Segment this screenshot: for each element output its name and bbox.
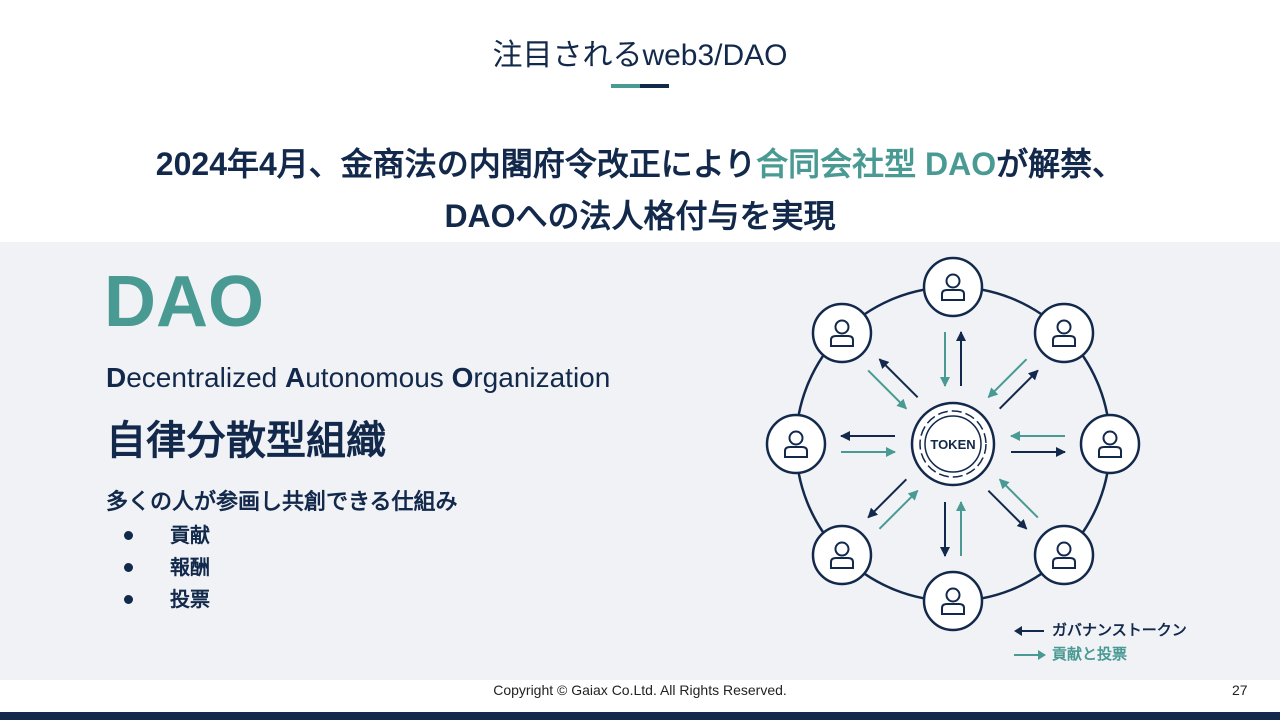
- bullet-text: 貢献: [170, 525, 210, 547]
- bullet-item: 報酬: [122, 552, 210, 584]
- bullet-dot: [124, 531, 133, 540]
- governance-token-arrow: [867, 478, 908, 519]
- arrow-layer: [840, 331, 1066, 557]
- member-node: [1033, 524, 1095, 586]
- headline: 2024年4月、金商法の内閣府令改正により合同会社型 DAOが解禁、 DAOへの…: [0, 138, 1280, 242]
- dao-title: DAO: [104, 262, 264, 342]
- token-label: TOKEN: [930, 437, 975, 452]
- page-number: 27: [1232, 682, 1248, 698]
- person-icon: [1098, 430, 1122, 458]
- word-ecentralized: ecentralized: [126, 362, 285, 393]
- word-rganization: rganization: [473, 362, 611, 393]
- underline-teal: [611, 84, 640, 88]
- contribution-arrow: [998, 478, 1039, 519]
- member-node: [922, 256, 984, 318]
- title-underline: [611, 84, 669, 88]
- headline-prefix: 2024年4月、金商法の内閣府令改正により: [155, 146, 757, 182]
- word-utonomous: utonomous: [305, 362, 452, 393]
- member-node: [811, 302, 873, 364]
- headline-suffix: が解禁、: [996, 146, 1125, 182]
- token-coin: TOKEN: [910, 401, 996, 487]
- contribution-arrow: [987, 358, 1028, 399]
- member-node: [922, 570, 984, 632]
- bullet-list: 貢献 報酬 投票: [122, 520, 210, 616]
- bullet-text: 投票: [170, 589, 210, 611]
- bullet-item: 投票: [122, 584, 210, 616]
- node-layer: [765, 256, 1141, 632]
- contribution-arrow: [878, 489, 919, 530]
- legend-contribution: 貢献と投票: [1014, 644, 1187, 668]
- dao-full-name: Decentralized Autonomous Organization: [106, 362, 610, 394]
- person-icon: [829, 541, 854, 570]
- legend-governance: ガバナンストークン: [1014, 620, 1187, 644]
- slide-title: 注目されるweb3/DAO: [492, 39, 788, 72]
- bullet-dot: [124, 563, 133, 572]
- legend-contribution-label: 貢献と投票: [1052, 646, 1128, 663]
- navy-arrow-icon: [1014, 626, 1044, 636]
- bullet-dot: [124, 595, 133, 604]
- person-icon: [829, 319, 854, 347]
- person-icon: [941, 587, 965, 615]
- person-icon: [941, 273, 965, 301]
- headline-line1: 2024年4月、金商法の内閣府令改正により合同会社型 DAOが解禁、: [0, 138, 1280, 190]
- headline-line2: DAOへの法人格付与を実現: [444, 198, 836, 234]
- teal-arrow-icon: [1014, 650, 1046, 660]
- person-icon: [1052, 319, 1077, 347]
- bullet-item: 貢献: [122, 520, 210, 552]
- letter-d: D: [106, 362, 127, 393]
- diagram-legend: ガバナンストークン 貢献と投票: [1014, 620, 1187, 668]
- underline-navy: [640, 84, 669, 88]
- legend-governance-label: ガバナンストークン: [1052, 622, 1187, 639]
- person-icon: [1052, 541, 1077, 570]
- copyright: Copyright © Gaiax Co.Ltd. All Rights Res…: [493, 682, 787, 698]
- member-node: [1033, 302, 1095, 364]
- governance-token-arrow: [987, 489, 1028, 530]
- governance-token-arrow: [998, 369, 1039, 410]
- letter-o: O: [451, 362, 474, 393]
- member-node: [1079, 413, 1141, 475]
- governance-token-arrow: [878, 358, 919, 399]
- dao-network-diagram: TOKEN: [765, 256, 1141, 632]
- member-node: [811, 524, 873, 586]
- person-icon: [784, 430, 808, 458]
- bullet-text: 報酬: [170, 557, 210, 579]
- bottom-bar: [0, 712, 1280, 720]
- dao-japanese-name: 自律分散型組織: [106, 419, 386, 463]
- contribution-arrow: [867, 369, 908, 410]
- letter-a: A: [285, 362, 306, 393]
- headline-highlight: 合同会社型 DAO: [756, 146, 997, 182]
- member-node: [765, 413, 827, 475]
- subheading: 多くの人が参画し共創できる仕組み: [106, 489, 458, 514]
